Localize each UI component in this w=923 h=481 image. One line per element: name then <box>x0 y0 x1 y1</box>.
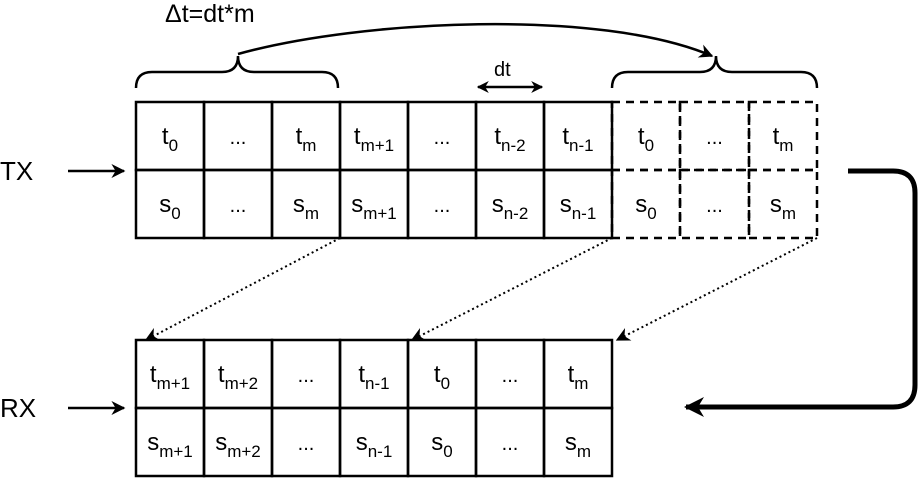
tx-t-label-8: ... <box>706 127 723 149</box>
left-brace <box>134 55 340 89</box>
rx-s-label-0: sm+1 <box>147 429 193 461</box>
rx-t-label-0: tm+1 <box>150 361 190 393</box>
rx-s-label-6: sm <box>565 429 591 461</box>
return-arrow <box>684 168 918 417</box>
rx-s-label-4: s0 <box>431 429 452 461</box>
tx-t-label-1: ... <box>230 127 247 149</box>
mapping-arrow-m <box>615 237 818 341</box>
rx-grid: tm+1 tm+2... tn-1 t0... tm sm+1 sm+2... sn-1 s0.… <box>134 338 614 478</box>
tx-t-label-0: t0 <box>162 123 178 155</box>
rx-t-label-4: t0 <box>434 361 450 393</box>
rx-label: RX <box>0 393 36 423</box>
tx-t-label-5: tn-2 <box>494 123 525 155</box>
rx-s-label-5: ... <box>502 433 519 455</box>
rx-s-label-2: ... <box>298 433 315 455</box>
tx-s-label-9: sm <box>770 191 796 223</box>
rx-t-label-2: ... <box>298 365 315 387</box>
right-brace <box>610 55 819 89</box>
tx-s-label-8: ... <box>706 195 723 217</box>
tx-s-label-1: ... <box>230 195 247 217</box>
rx-s-label-1: sm+2 <box>215 429 261 461</box>
tx-s-label-5: sn-2 <box>492 191 529 223</box>
tx-s-label-2: sm <box>293 191 319 223</box>
mapping-arrow-m-plus-1 <box>144 237 341 341</box>
tx-t-label-7: t0 <box>638 123 654 155</box>
rx-cell-s-6 <box>542 406 614 478</box>
tx-s-label-0: s0 <box>159 191 180 223</box>
tx-grid: t0... tm tm+1... tn-2 tn-1 t0... tm s0... sm sm+1… <box>134 100 819 240</box>
rx-t-label-6: tm <box>568 361 589 393</box>
mapping-arrow-0 <box>410 237 613 341</box>
tx-label: TX <box>0 156 33 186</box>
rx-s-label-3: sn-1 <box>356 429 393 461</box>
tx-t-label-6: tn-1 <box>562 123 593 155</box>
tx-s-label-6: sn-1 <box>560 191 597 223</box>
tx-t-label-3: tm+1 <box>354 123 394 155</box>
tx-s-label-7: s0 <box>635 191 656 223</box>
tx-t-label-2: tm <box>296 123 317 155</box>
dt-label: dt <box>494 59 511 81</box>
tx-s-label-4: ... <box>434 195 451 217</box>
window-shift-arrow <box>237 22 714 58</box>
rx-t-label-3: tn-1 <box>358 361 389 393</box>
tx-s-label-3: sm+1 <box>351 191 397 223</box>
tx-t-label-4: ... <box>434 127 451 149</box>
tx-cell-s-9 <box>747 168 819 240</box>
rx-t-label-1: tm+2 <box>218 361 258 393</box>
tx-t-label-9: tm <box>773 123 794 155</box>
rx-t-label-5: ... <box>502 365 519 387</box>
delta-t-formula: Δt=dt*m <box>165 0 255 28</box>
